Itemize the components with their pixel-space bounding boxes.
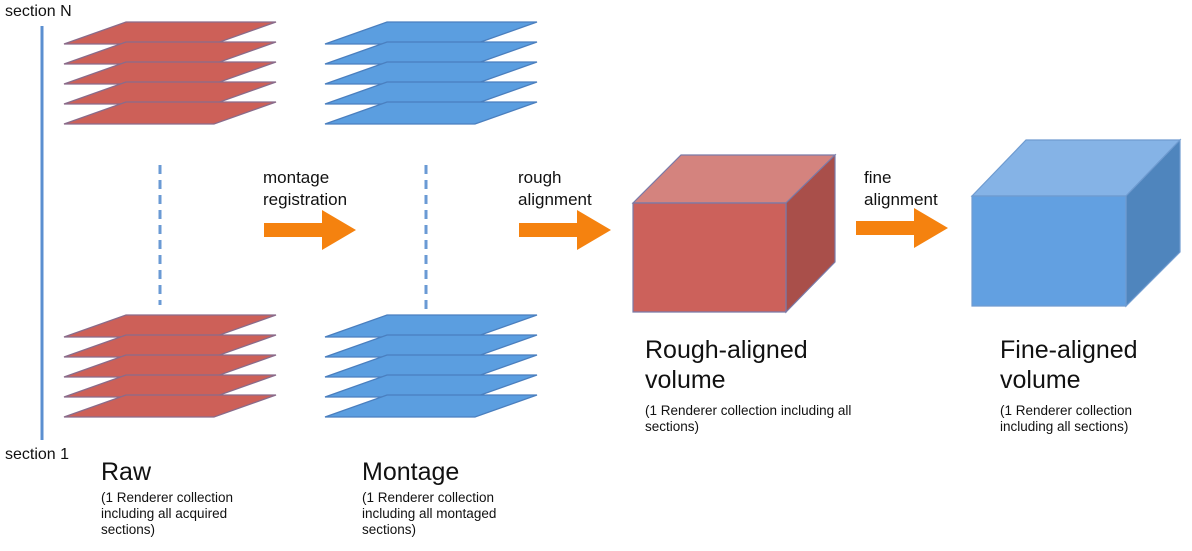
raw-section-layer: [63, 41, 277, 65]
raw-section-layer: [63, 314, 277, 338]
raw-section-layer: [63, 334, 277, 358]
montage-section-layer: [324, 334, 538, 358]
montage-section-layer: [324, 354, 538, 378]
montage-section-layer: [324, 41, 538, 65]
raw-section-layer: [63, 394, 277, 418]
rough-aligned-note: (1 Renderer collection including all sec…: [645, 403, 852, 434]
rough-aligned-cube: [631, 153, 837, 314]
rough-aligned-title: Rough-aligned volume: [645, 336, 808, 394]
montage-section-layer: [324, 61, 538, 85]
fine-aligned-title: Fine-aligned volume: [1000, 336, 1138, 394]
montage-title: Montage: [362, 458, 460, 486]
section-n-label: section N: [5, 3, 72, 20]
montage-note: (1 Renderer collection including all mon…: [362, 490, 497, 537]
raw-section-layer: [63, 101, 277, 125]
raw-stack-top: [63, 21, 277, 125]
montage-registration-label: montage registration: [263, 168, 348, 209]
montage-section-layer: [324, 81, 538, 105]
raw-section-layer: [63, 374, 277, 398]
fine-aligned-note: (1 Renderer collection including all sec…: [1000, 403, 1133, 434]
fine-alignment-label: fine alignment: [864, 168, 938, 209]
montage-section-layer: [324, 21, 538, 45]
montage-section-layer: [324, 101, 538, 125]
arrow-shape: [519, 210, 611, 250]
rough-alignment-label: rough alignment: [518, 168, 592, 209]
raw-section-layer: [63, 61, 277, 85]
raw-section-layer: [63, 81, 277, 105]
raw-title: Raw: [101, 458, 152, 486]
montage-section-layer: [324, 314, 538, 338]
arrow-shape: [856, 208, 948, 248]
montage-section-layer: [324, 374, 538, 398]
montage-stack-bottom: [324, 314, 538, 418]
montage-section-layer: [324, 394, 538, 418]
raw-section-layer: [63, 21, 277, 45]
section-1-label: section 1: [5, 446, 70, 463]
fine-alignment-arrow: [856, 208, 948, 248]
montage-stack-top: [324, 21, 538, 125]
montage-registration-arrow: [264, 210, 356, 250]
raw-note: (1 Renderer collection including all acq…: [101, 490, 234, 537]
fine-aligned-cube: [970, 138, 1182, 308]
raw-stack-bottom: [63, 314, 277, 418]
arrow-shape: [264, 210, 356, 250]
rough-alignment-arrow: [519, 210, 611, 250]
raw-section-layer: [63, 354, 277, 378]
